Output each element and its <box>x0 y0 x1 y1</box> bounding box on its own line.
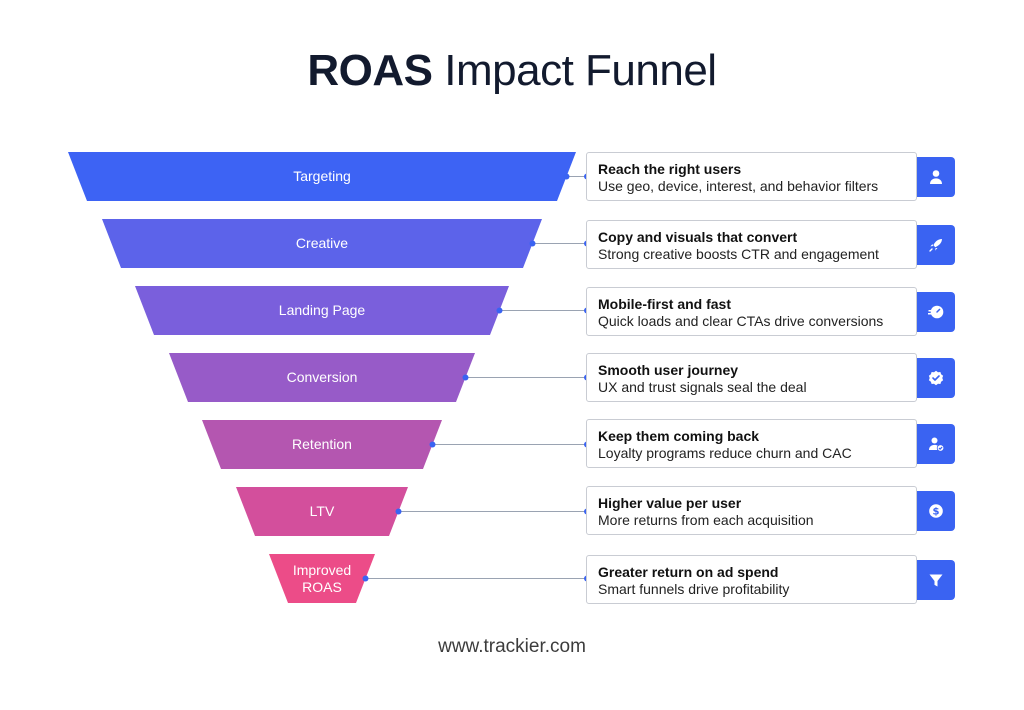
card-description: UX and trust signals seal the deal <box>598 379 807 395</box>
funnel-stage-5 <box>202 420 442 469</box>
connector-dot <box>395 508 402 515</box>
card-heading: Keep them coming back <box>598 428 760 444</box>
card-heading: Smooth user journey <box>598 362 739 378</box>
funnel-stage-label: Retention <box>292 436 352 452</box>
card-description: Loyalty programs reduce churn and CAC <box>598 445 852 461</box>
user-icon <box>917 157 955 197</box>
connector-dot <box>529 240 536 247</box>
card-heading: Reach the right users <box>598 161 742 177</box>
card-description: Use geo, device, interest, and behavior … <box>598 178 879 194</box>
funnel-stage-3 <box>135 286 509 335</box>
funnel-stage-label: Conversion <box>286 369 358 385</box>
funnel-stage-6 <box>236 487 408 536</box>
card-description: Smart funnels drive profitability <box>598 581 790 597</box>
connector-dot <box>362 575 369 582</box>
verified-badge-icon <box>917 358 955 398</box>
title-bold: ROAS <box>307 46 433 95</box>
card-description: Quick loads and clear CTAs drive convers… <box>598 313 884 329</box>
funnel-icon <box>917 560 955 600</box>
card-heading: Copy and visuals that convert <box>598 229 798 245</box>
speed-icon <box>917 292 955 332</box>
connector-dot <box>462 374 469 381</box>
connector-dot <box>429 441 436 448</box>
funnel-stage-label: Targeting <box>293 168 351 184</box>
connector-dot <box>496 307 503 314</box>
funnel-stage-7 <box>269 554 375 603</box>
funnel-stage-label: Creative <box>295 235 349 251</box>
funnel-stage-4 <box>169 353 475 402</box>
card-heading: Greater return on ad spend <box>598 564 779 580</box>
funnel-stage-label: LTV <box>309 503 335 519</box>
card-description: More returns from each acquisition <box>598 512 814 528</box>
funnel-stage-2 <box>102 219 542 268</box>
page-title: ROAS Impact Funnel <box>0 46 1024 96</box>
user-check-icon <box>917 424 955 464</box>
card-description: Strong creative boosts CTR and engagemen… <box>598 246 879 262</box>
card-heading: Higher value per user <box>598 495 742 511</box>
title-regular: Impact Funnel <box>444 46 717 95</box>
card-heading: Mobile-first and fast <box>598 296 732 312</box>
footer-url: www.trackier.com <box>438 636 586 657</box>
svg-text:$: $ <box>933 507 940 518</box>
funnel-stage-1 <box>68 152 576 201</box>
rocket-icon <box>917 225 955 265</box>
dollar-coin-icon: $ <box>917 491 955 531</box>
funnel-stage-label: Landing Page <box>278 302 366 318</box>
connector-dot <box>563 173 570 180</box>
